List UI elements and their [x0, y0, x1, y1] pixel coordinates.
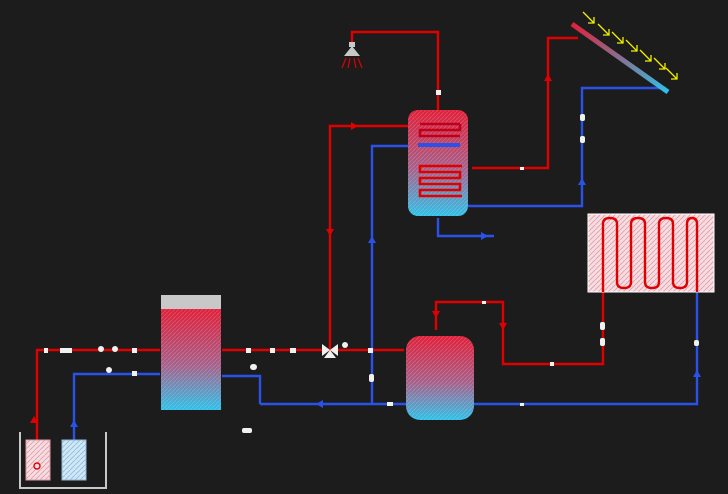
pipe-fittings [44, 90, 699, 433]
pipe-well-hot [35, 348, 160, 466]
pipe-collector-hot [472, 36, 578, 170]
pipe-heatpump-return-b [222, 374, 262, 404]
pipe-buffer-to-floor-return [474, 292, 699, 406]
cold-pipes [72, 86, 699, 470]
radiant-floor-icon [587, 213, 715, 293]
boiler-tank-icon [408, 110, 468, 216]
mixing-valve-icon [322, 344, 338, 358]
pipe-heatpump-hot-to-dhw [328, 124, 410, 350]
water-well-icon [19, 432, 107, 489]
hot-pipes [35, 30, 605, 466]
heating-coil-icon [418, 122, 462, 138]
pipe-buffer-to-floor-a [434, 292, 605, 366]
buffer-tank-icon [406, 336, 474, 420]
pipe-well-cold [72, 372, 160, 470]
pipe-shower-supply [350, 30, 440, 112]
flow-arrows [30, 74, 701, 427]
pipe-dhw-cold-in [370, 144, 408, 404]
sun-rays-icon [582, 11, 678, 80]
heat-pump-icon [161, 295, 221, 410]
pipe-collector-return [468, 86, 666, 208]
shower-icon [341, 42, 363, 69]
pipe-dhw-outlet [436, 218, 494, 238]
solar-panel-icon [570, 11, 678, 95]
